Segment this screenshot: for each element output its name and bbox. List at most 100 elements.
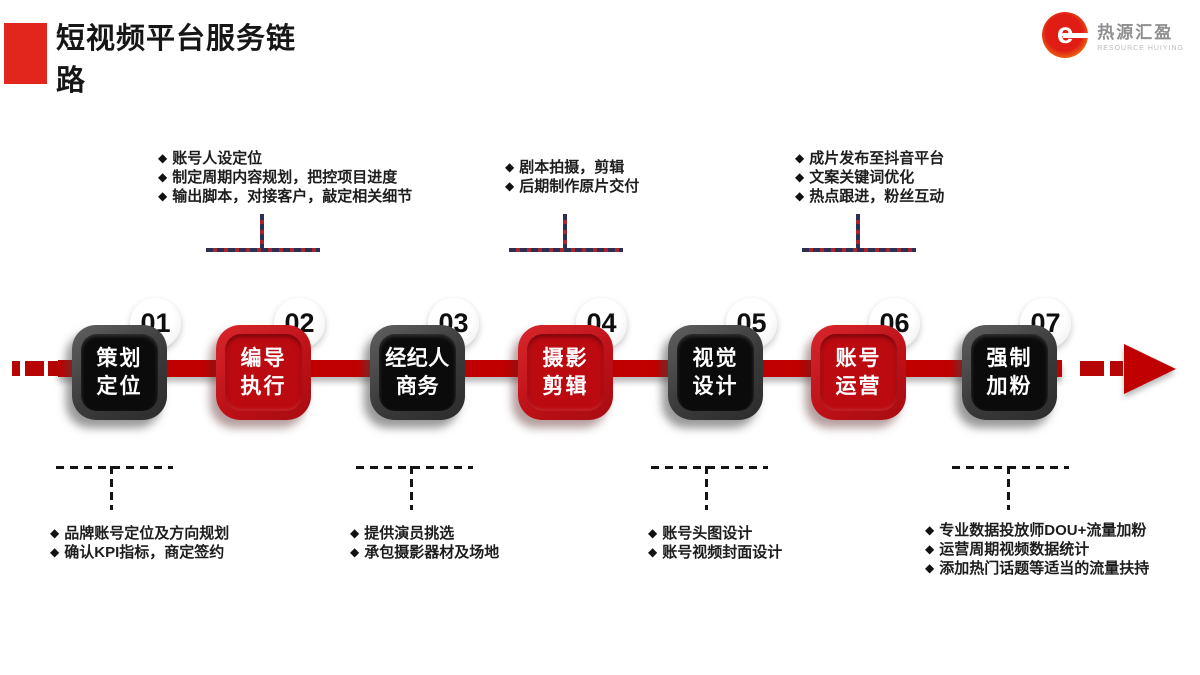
step-label: 摄影 剪辑 xyxy=(542,347,589,398)
step-box: 编导 执行 xyxy=(216,325,311,420)
step-label: 视觉 设计 xyxy=(692,347,739,398)
annotation-item: ◆运营周期视频数据统计 xyxy=(925,540,1149,559)
arrow-dash xyxy=(25,361,44,376)
annotation-item: ◆ 账号人设定位 xyxy=(158,149,412,168)
bottom-annotation-group-3: ◆账号头图设计 ◆ 账号视频封面设计 xyxy=(648,524,782,562)
annotation-text: 剧本拍摄，剪辑 xyxy=(519,159,625,176)
annotation-list: ◆ 账号人设定位 ◆ 制定周期内容规划，把控项目进度 ◆ 输出脚本，对接客户，敲定相关… xyxy=(158,149,412,206)
step-03: 03 经纪人 商务 xyxy=(370,298,479,420)
logo-e-glyph: e xyxy=(1056,16,1074,50)
arrow-dash xyxy=(12,361,20,376)
bottom-annotation-group-1: ◆ 品牌账号定位及方向规划 ◆ 确认KPI指标，商定签约 xyxy=(50,524,229,562)
diamond-bullet-icon: ◆ xyxy=(795,170,805,184)
annotation-text: 账号人设定位 xyxy=(172,150,263,167)
annotation-list: ◆ 品牌账号定位及方向规划 ◆ 确认KPI指标，商定签约 xyxy=(50,524,229,562)
annotation-item: ◆专业数据投放师DOU+流量加粉 xyxy=(925,521,1149,540)
step-04: 04 摄影 剪辑 xyxy=(518,298,627,420)
annotation-text: 成片发布至抖音平台 xyxy=(809,150,945,167)
diamond-bullet-icon: ◆ xyxy=(505,160,515,174)
step-02: 02 编导 执行 xyxy=(216,298,325,420)
arrow-dash xyxy=(48,361,58,376)
annotation-item: ◆ 品牌账号定位及方向规划 xyxy=(50,524,229,543)
logo-text: 热源汇盈 RESOURCE HUIYING xyxy=(1097,18,1184,52)
logo-subtitle: RESOURCE HUIYING xyxy=(1097,45,1184,52)
diamond-bullet-icon: ◆ xyxy=(350,545,360,559)
step-label: 账号 运营 xyxy=(835,347,882,398)
bottom-annotation-group-2: ◆提供演员挑选 ◆ 承包摄影器材及场地 xyxy=(350,524,499,562)
step-06: 06 账号 运营 xyxy=(811,298,920,420)
annotation-item: ◆ 制定周期内容规划，把控项目进度 xyxy=(158,168,412,187)
annotation-list: ◆ 成片发布至抖音平台 ◆ 文案关键词优化 ◆ 热点跟进，粉丝互动 xyxy=(795,149,944,206)
annotation-text: 热点跟进，粉丝互动 xyxy=(809,188,945,205)
annotation-item: ◆ 文案关键词优化 xyxy=(795,168,944,187)
company-logo: e 热源汇盈 RESOURCE HUIYING xyxy=(1042,12,1184,58)
top-connector-horizontal-2 xyxy=(509,248,623,252)
bottom-connector-horizontal-3 xyxy=(651,466,768,469)
diamond-bullet-icon: ◆ xyxy=(50,526,60,540)
annotation-item: ◆ 确认KPI指标，商定签约 xyxy=(50,543,229,562)
step-label: 策划 定位 xyxy=(96,347,143,398)
step-box: 账号 运营 xyxy=(811,325,906,420)
step-box: 策划 定位 xyxy=(72,325,167,420)
annotation-list: ◆专业数据投放师DOU+流量加粉 ◆运营周期视频数据统计 ◆添加热门话题等适当的… xyxy=(925,521,1149,578)
annotation-text: 账号视频封面设计 xyxy=(662,544,783,561)
top-connector-vertical-3 xyxy=(856,214,860,249)
step-label: 经纪人 商务 xyxy=(385,347,450,398)
annotation-item: ◆ 承包摄影器材及场地 xyxy=(350,543,499,562)
bottom-connector-horizontal-4 xyxy=(952,466,1069,469)
step-box: 视觉 设计 xyxy=(668,325,763,420)
bottom-connector-vertical-2 xyxy=(410,466,413,510)
diamond-bullet-icon: ◆ xyxy=(795,189,805,203)
diamond-bullet-icon: ◆ xyxy=(158,151,168,165)
diamond-bullet-icon: ◆ xyxy=(648,545,658,559)
diamond-bullet-icon: ◆ xyxy=(50,545,60,559)
bottom-connector-horizontal-2 xyxy=(356,466,473,469)
bottom-connector-horizontal-1 xyxy=(56,466,173,469)
annotation-text: 承包摄影器材及场地 xyxy=(364,544,500,561)
bottom-connector-vertical-3 xyxy=(705,466,708,510)
logo-name: 热源汇盈 xyxy=(1097,23,1174,42)
annotation-text: 专业数据投放师DOU+流量加粉 xyxy=(939,522,1147,539)
diamond-bullet-icon: ◆ xyxy=(795,151,805,165)
annotation-list: ◆ 剧本拍摄，剪辑 ◆ 后期制作原片交付 xyxy=(505,158,639,196)
diamond-bullet-icon: ◆ xyxy=(505,179,515,193)
diamond-bullet-icon: ◆ xyxy=(925,561,935,575)
annotation-list: ◆提供演员挑选 ◆ 承包摄影器材及场地 xyxy=(350,524,499,562)
top-annotation-group-2: ◆ 剧本拍摄，剪辑 ◆ 后期制作原片交付 xyxy=(505,158,639,196)
bottom-connector-vertical-1 xyxy=(110,466,113,510)
diamond-bullet-icon: ◆ xyxy=(350,526,360,540)
annotation-text: 输出脚本，对接客户，敲定相关细节 xyxy=(172,188,413,205)
diamond-bullet-icon: ◆ xyxy=(158,189,168,203)
annotation-item: ◆ 热点跟进，粉丝互动 xyxy=(795,187,944,206)
annotation-text: 品牌账号定位及方向规划 xyxy=(64,525,230,542)
top-connector-horizontal-1 xyxy=(206,248,320,252)
annotation-text: 制定周期内容规划，把控项目进度 xyxy=(172,169,398,186)
annotation-item: ◆账号头图设计 xyxy=(648,524,782,543)
top-annotation-group-1: ◆ 账号人设定位 ◆ 制定周期内容规划，把控项目进度 ◆ 输出脚本，对接客户，敲定相关… xyxy=(158,149,412,206)
annotation-text: 账号头图设计 xyxy=(662,525,753,542)
annotation-item: ◆提供演员挑选 xyxy=(350,524,499,543)
diamond-bullet-icon: ◆ xyxy=(158,170,168,184)
annotation-text: 确认KPI指标，商定签约 xyxy=(64,544,225,561)
annotation-item: ◆ 输出脚本，对接客户，敲定相关细节 xyxy=(158,187,412,206)
diamond-bullet-icon: ◆ xyxy=(925,542,935,556)
top-connector-horizontal-3 xyxy=(802,248,916,252)
bottom-annotation-group-4: ◆专业数据投放师DOU+流量加粉 ◆运营周期视频数据统计 ◆添加热门话题等适当的… xyxy=(925,521,1149,578)
title-accent-bar xyxy=(4,23,47,84)
arrow-head-icon xyxy=(1124,344,1176,394)
annotation-text: 文案关键词优化 xyxy=(809,169,915,186)
step-box: 强制 加粉 xyxy=(962,325,1057,420)
step-07: 07 强制 加粉 xyxy=(962,298,1071,420)
annotation-item: ◆ 剧本拍摄，剪辑 xyxy=(505,158,639,177)
arrow-dash xyxy=(1080,361,1104,376)
step-label: 强制 加粉 xyxy=(986,347,1033,398)
step-box: 摄影 剪辑 xyxy=(518,325,613,420)
top-annotation-group-3: ◆ 成片发布至抖音平台 ◆ 文案关键词优化 ◆ 热点跟进，粉丝互动 xyxy=(795,149,944,206)
annotation-text: 后期制作原片交付 xyxy=(519,178,640,195)
annotation-item: ◆ 后期制作原片交付 xyxy=(505,177,639,196)
arrow-dash xyxy=(1110,361,1123,376)
page-title: 短视频平台服务链路 xyxy=(56,23,297,98)
step-label: 编导 执行 xyxy=(240,347,287,398)
annotation-list: ◆账号头图设计 ◆ 账号视频封面设计 xyxy=(648,524,782,562)
